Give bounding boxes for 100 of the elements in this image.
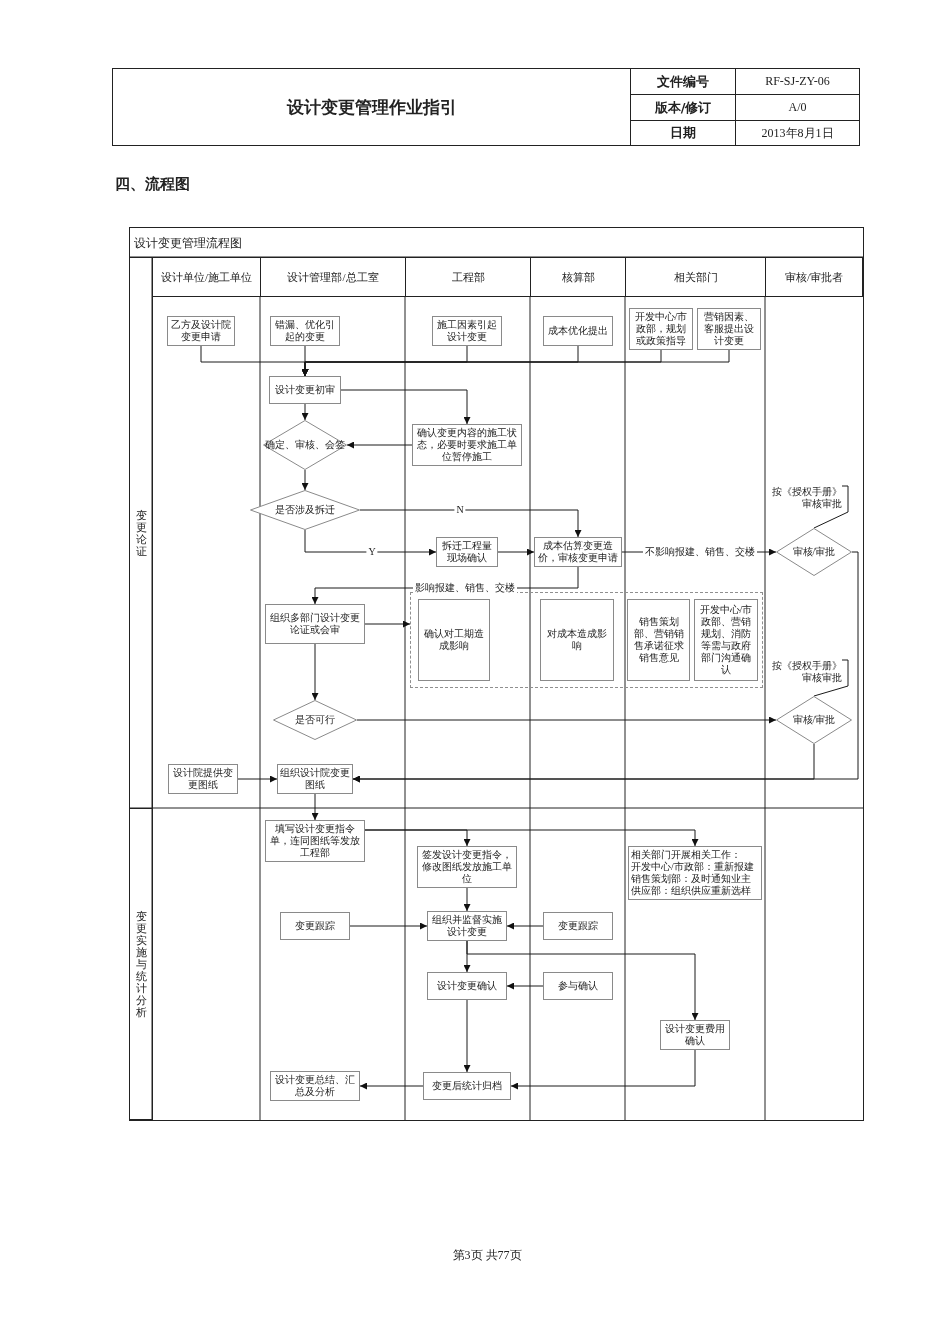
process-box: [418, 599, 490, 681]
annotation-text: 按《授权手册》审核审批: [768, 486, 842, 512]
process-box: [697, 308, 761, 350]
decision-diamond: [776, 696, 852, 744]
flow-arrow: [346, 441, 413, 449]
lane-title: 审核/审批者: [784, 269, 844, 285]
process-text: 设计变更费用确认: [664, 1023, 726, 1047]
chart-title: 设计变更管理流程图: [134, 235, 242, 252]
flow-arrow: [349, 922, 428, 930]
dashed-group-box: [410, 592, 763, 688]
process-text: 变更跟踪: [295, 920, 335, 932]
edge-label: N: [454, 504, 466, 516]
lane-title: 设计管理部/总工室: [287, 269, 379, 285]
flow-arrow: [359, 1082, 424, 1090]
process-box: [280, 912, 350, 940]
process-text: 变更跟踪: [558, 920, 598, 932]
flow-arrow: [506, 982, 544, 990]
flow-arrow: [359, 509, 582, 538]
process-text: 变更后统计归档: [432, 1080, 502, 1092]
flow-arrow: [466, 940, 699, 1021]
decision-text: 审核/审批: [792, 546, 836, 558]
process-text: 开发中心/市政部、营销规划、消防等需与政府部门沟通确认: [698, 604, 754, 676]
edge-label: 不影响报建、销售、交楼: [643, 546, 757, 558]
annotation-text: 按《授权手册》审核审批: [768, 660, 842, 686]
flow-arrow: [304, 529, 437, 556]
process-box: [427, 972, 507, 1000]
lane-header: [152, 257, 261, 297]
process-text: 拆迁工程量现场确认: [441, 540, 493, 564]
lane-header: [625, 257, 766, 297]
process-text: 错漏、优化引起的变更: [274, 319, 336, 343]
process-text: 参与确认: [558, 980, 598, 992]
flow-arrow: [301, 349, 730, 377]
flow-arrow: [311, 793, 319, 821]
process-box: [543, 972, 613, 1000]
process-text: 设计院提供变更图纸: [172, 767, 234, 791]
decision-text: 是否可行: [295, 714, 335, 726]
process-text: 确认变更内容的施工状态，必要时要求施工单位暂停施工: [416, 427, 518, 463]
lane-header: [530, 257, 626, 297]
flow-arrow: [340, 389, 471, 425]
process-text: 填写设计变更指令单，连同图纸等发放工程部: [269, 823, 361, 859]
phase-band: [129, 808, 153, 1120]
process-text: 设计变更确认: [437, 980, 497, 992]
table-cell: RF-SJ-ZY-06: [735, 68, 860, 95]
edge-label: 影响报建、销售、交楼: [413, 582, 517, 594]
process-text: 组织并监督实施设计变更: [431, 914, 503, 938]
leader-line: [813, 659, 849, 697]
process-text: 确认对工期造成影响: [423, 628, 485, 652]
page-number: 第3页 共77页: [451, 1247, 523, 1264]
phase-title: 变更实施与统计分析: [135, 909, 147, 1019]
section-heading: 四、流程图: [115, 175, 191, 195]
edge-label: Y: [366, 546, 378, 558]
flow-arrow: [510, 1049, 696, 1090]
process-box: [540, 599, 614, 681]
process-box: [543, 316, 613, 346]
process-text: 设计变更初审: [275, 384, 335, 396]
process-box: [423, 1072, 511, 1100]
flow-arrow: [364, 620, 411, 628]
process-text: 销售策划部：及时通知业主: [631, 873, 751, 885]
flow-arrow: [356, 716, 777, 724]
process-box: [627, 599, 690, 681]
flow-arrow: [463, 887, 471, 912]
phase-band: [129, 257, 153, 809]
decision-text: 审核/审批: [792, 714, 836, 726]
lane-header: [765, 257, 863, 297]
flow-arrow: [237, 775, 278, 783]
process-text: 设计变更总结、汇总及分析: [274, 1074, 356, 1098]
flow-arrow: [506, 922, 544, 930]
process-text: 乙方及设计院变更申请: [170, 319, 232, 343]
process-text: 施工因素引起设计变更: [436, 319, 498, 343]
phase-title: 变更论证: [135, 508, 147, 558]
process-text: 相关部门开展相关工作：: [631, 849, 741, 861]
document-title: 设计变更管理作业指引: [286, 95, 457, 119]
flow-arrow: [301, 403, 309, 421]
flow-arrow: [463, 999, 471, 1073]
table-cell: 2013年8月1日: [735, 120, 860, 146]
process-box: [269, 376, 341, 404]
process-text: 开发中心/市政部，规划或政策指导: [633, 311, 689, 347]
lane-title: 核算部: [561, 269, 595, 285]
lane-header: [260, 257, 406, 297]
process-box: [543, 912, 613, 940]
process-box: [265, 604, 365, 644]
process-text: 成本估算变更造价，审核变更申请: [537, 540, 619, 564]
process-text: 成本优化提出: [548, 325, 608, 337]
lane-header: [405, 257, 531, 297]
process-text: 对成本造成影响: [546, 628, 608, 652]
lane-title: 相关部门: [673, 269, 718, 285]
decision-diamond: [273, 700, 357, 740]
decision-diamond: [263, 420, 347, 470]
decision-text: 是否涉及拆迁: [275, 504, 335, 516]
process-box: [628, 846, 762, 900]
decision-text: 确定、审核、会签: [265, 439, 345, 451]
process-text: 销售策划部、营销销售承诺征求销售意见: [632, 616, 685, 664]
process-text: 组织设计院变更图纸: [280, 767, 350, 791]
process-text: 营销因素、客服提出设计变更: [703, 311, 755, 347]
process-text: 组织多部门设计变更论证或会审: [269, 612, 361, 636]
lane-title: 设计单位/施工单位: [160, 269, 253, 285]
process-text: 开发中心/市政部：重新报建: [631, 861, 754, 873]
decision-diamond: [776, 528, 852, 576]
process-text: 签发设计变更指令，修改图纸发放施工单位: [421, 849, 513, 885]
flow-arrow: [364, 829, 699, 847]
